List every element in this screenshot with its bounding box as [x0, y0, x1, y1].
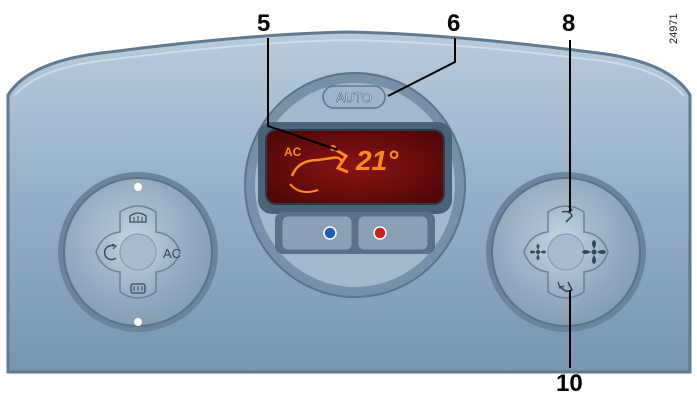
- callout-10: 10: [556, 370, 583, 397]
- leader-5: [267, 38, 339, 151]
- fan-low-icon[interactable]: [530, 244, 546, 260]
- auto-button[interactable]: AUTO: [322, 85, 386, 109]
- callout-8: 8: [562, 10, 576, 37]
- leader-6: [387, 38, 456, 97]
- figure-id: 24971: [668, 13, 680, 44]
- temperature-readout: 21°: [355, 145, 399, 176]
- callout-6: 6: [447, 10, 461, 37]
- warm-indicator-dot: [373, 226, 387, 240]
- rear-defrost-icon[interactable]: [130, 283, 146, 294]
- auto-button-label: AUTO: [336, 90, 372, 105]
- callout-leaders: [267, 38, 571, 368]
- panel-top-highlight: [13, 38, 685, 97]
- callout-5: 5: [257, 10, 271, 37]
- ac-knob-label[interactable]: AC: [163, 246, 181, 261]
- cool-indicator-dot: [323, 226, 337, 240]
- right-control-knob[interactable]: [486, 172, 646, 332]
- indicator-dot-bottom: [134, 318, 142, 326]
- temperature-up-button[interactable]: [357, 215, 429, 251]
- recirculation-icon[interactable]: [103, 243, 118, 261]
- fan-high-icon[interactable]: [582, 240, 606, 264]
- left-control-knob[interactable]: [58, 172, 218, 332]
- indicator-dot-top: [134, 183, 142, 191]
- temperature-down-button[interactable]: [281, 215, 353, 251]
- display-ac-indicator: AC: [284, 145, 302, 159]
- defrost-windshield-icon[interactable]: [129, 212, 147, 223]
- airflow-lower-icon[interactable]: [557, 281, 574, 293]
